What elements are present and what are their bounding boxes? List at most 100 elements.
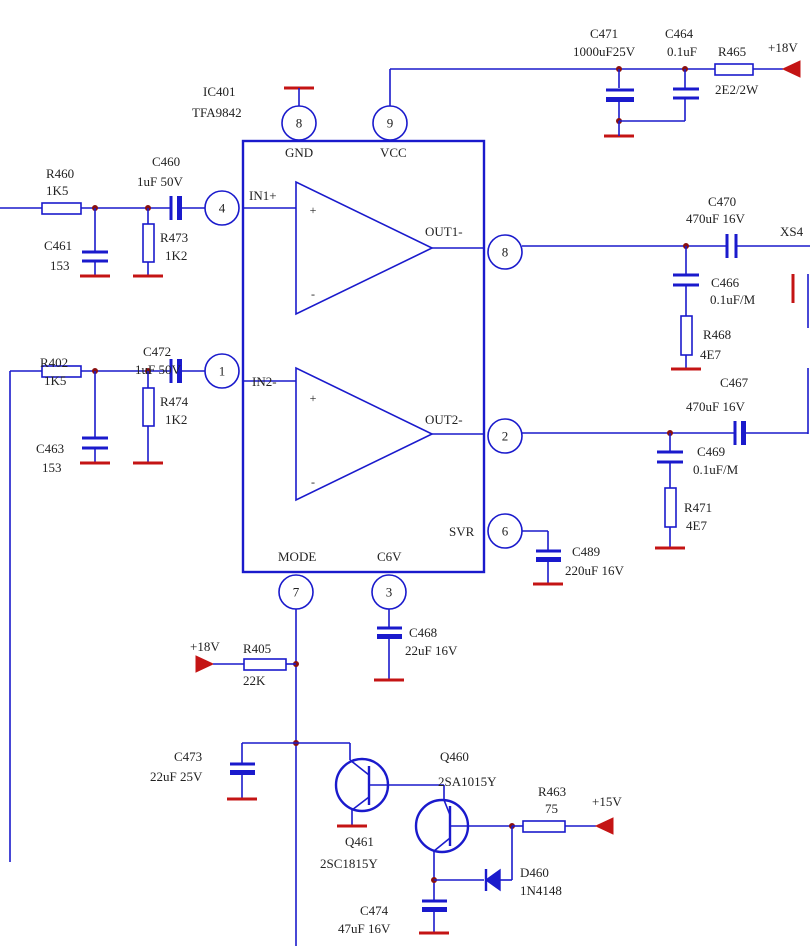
c461-val: 153 bbox=[50, 258, 70, 273]
opamp-2-triangle bbox=[295, 366, 434, 502]
vcc-q-arrow bbox=[594, 817, 614, 835]
c473-ref: C473 bbox=[174, 749, 202, 764]
c474-ref: C474 bbox=[360, 903, 389, 918]
r463-val: 75 bbox=[545, 801, 558, 816]
opamp-1-minus-sign: - bbox=[311, 287, 315, 301]
c463-ref: C463 bbox=[36, 441, 64, 456]
ic-ref: IC401 bbox=[203, 84, 236, 99]
r402-ref: R402 bbox=[40, 355, 68, 370]
pin-label-out1: OUT1- bbox=[425, 224, 463, 239]
c464-val: 0.1uF bbox=[667, 44, 697, 59]
pin-number-in1: 4 bbox=[219, 201, 226, 216]
pin-number-out1: 8 bbox=[502, 245, 509, 260]
opamp-1-triangle bbox=[295, 180, 434, 316]
pin-number-in2: 1 bbox=[219, 364, 226, 379]
c468-val: 22uF 16V bbox=[405, 643, 458, 658]
d460-body bbox=[484, 868, 501, 892]
q460-ref: Q460 bbox=[440, 749, 469, 764]
r468-body bbox=[680, 315, 693, 356]
r465-body bbox=[714, 63, 754, 76]
r471-body bbox=[664, 487, 677, 528]
d460-val: 1N4148 bbox=[520, 883, 562, 898]
r473-val: 1K2 bbox=[165, 248, 187, 263]
opamp-2-plus-sign: + bbox=[310, 391, 317, 405]
c468-ref: C468 bbox=[409, 625, 437, 640]
pin-number-cev: 3 bbox=[386, 585, 393, 600]
r402-val: 1K5 bbox=[44, 373, 66, 388]
pin-out2 bbox=[487, 418, 523, 454]
c466-ref: C466 bbox=[711, 275, 740, 290]
r460-body bbox=[41, 202, 82, 215]
pin-label-mode: MODE bbox=[278, 549, 316, 564]
c460-val: 1uF 50V bbox=[137, 174, 183, 189]
pin-label-gnd: GND bbox=[285, 145, 313, 160]
r405-body bbox=[243, 658, 287, 671]
r405-ref: R405 bbox=[243, 641, 271, 656]
pin-number-vcc: 9 bbox=[387, 116, 394, 131]
c466-val: 0.1uF/M bbox=[710, 292, 756, 307]
vcc-mode-arrow bbox=[195, 655, 215, 673]
pin-number-out2: 2 bbox=[502, 429, 509, 444]
d460-ref: D460 bbox=[520, 865, 549, 880]
ic-body bbox=[241, 139, 486, 574]
r474-ref: R474 bbox=[160, 394, 189, 409]
pin-label-cev: C6V bbox=[377, 549, 402, 564]
r471-val: 4E7 bbox=[686, 518, 707, 533]
opamp-2-minus-sign: - bbox=[311, 475, 315, 489]
r474-val: 1K2 bbox=[165, 412, 187, 427]
pin-label-out2: OUT2- bbox=[425, 412, 463, 427]
vcc-mode-label: +18V bbox=[190, 639, 220, 654]
r463-body bbox=[522, 820, 566, 833]
r473-body bbox=[142, 223, 155, 263]
pin-out1 bbox=[487, 234, 523, 270]
c489-val: 220uF 16V bbox=[565, 563, 624, 578]
r465-val: 2E2/2W bbox=[715, 82, 759, 97]
c469-ref: C469 bbox=[697, 444, 725, 459]
vcc-top-label: +18V bbox=[768, 40, 798, 55]
c461-ref: C461 bbox=[44, 238, 72, 253]
pin-label-in2: IN2- bbox=[252, 374, 277, 389]
c489-ref: C489 bbox=[572, 544, 600, 559]
r460-ref: R460 bbox=[46, 166, 74, 181]
pin-gnd bbox=[281, 105, 317, 141]
r474-body bbox=[142, 387, 155, 427]
c460-ref: C460 bbox=[152, 154, 180, 169]
c463-val: 153 bbox=[42, 460, 62, 475]
pin-label-in1: IN1+ bbox=[249, 188, 277, 203]
pin-label-vcc: VCC bbox=[380, 145, 407, 160]
c472-val: 1uF 50V bbox=[135, 362, 181, 377]
r471-ref: R471 bbox=[684, 500, 712, 515]
r405-val: 22K bbox=[243, 673, 266, 688]
c471-val: 1000uF25V bbox=[573, 44, 636, 59]
c469-val: 0.1uF/M bbox=[693, 462, 739, 477]
q461-val: 2SC1815Y bbox=[320, 856, 378, 871]
c471-ref: C471 bbox=[590, 26, 618, 41]
r465-ref: R465 bbox=[718, 44, 746, 59]
c474-val: 47uF 16V bbox=[338, 921, 391, 936]
r468-val: 4E7 bbox=[700, 347, 721, 362]
r473-ref: R473 bbox=[160, 230, 188, 245]
c473-val: 22uF 25V bbox=[150, 769, 203, 784]
c467-val: 470uF 16V bbox=[686, 399, 745, 414]
pin-number-svr: 6 bbox=[502, 524, 509, 539]
c471-plate-b bbox=[606, 97, 634, 102]
opamp-1-plus-sign: + bbox=[310, 203, 317, 217]
ic-part: TFA9842 bbox=[192, 105, 242, 120]
c467-ref: C467 bbox=[720, 375, 749, 390]
c470-ref: C470 bbox=[708, 194, 736, 209]
r460-val: 1K5 bbox=[46, 183, 68, 198]
r468-ref: R468 bbox=[703, 327, 731, 342]
pin-label-svr: SVR bbox=[449, 524, 475, 539]
vcc-q-label: +15V bbox=[592, 794, 622, 809]
c472-ref: C472 bbox=[143, 344, 171, 359]
xs-connector-label: XS4 bbox=[780, 224, 804, 239]
r463-ref: R463 bbox=[538, 784, 566, 799]
c470-val: 470uF 16V bbox=[686, 211, 745, 226]
vcc-top-arrow bbox=[781, 60, 801, 78]
q460-val: 2SA1015Y bbox=[438, 774, 497, 789]
c464-ref: C464 bbox=[665, 26, 694, 41]
q461-ref: Q461 bbox=[345, 834, 374, 849]
pin-number-gnd: 8 bbox=[296, 116, 303, 131]
pin-number-mode: 7 bbox=[293, 585, 300, 600]
